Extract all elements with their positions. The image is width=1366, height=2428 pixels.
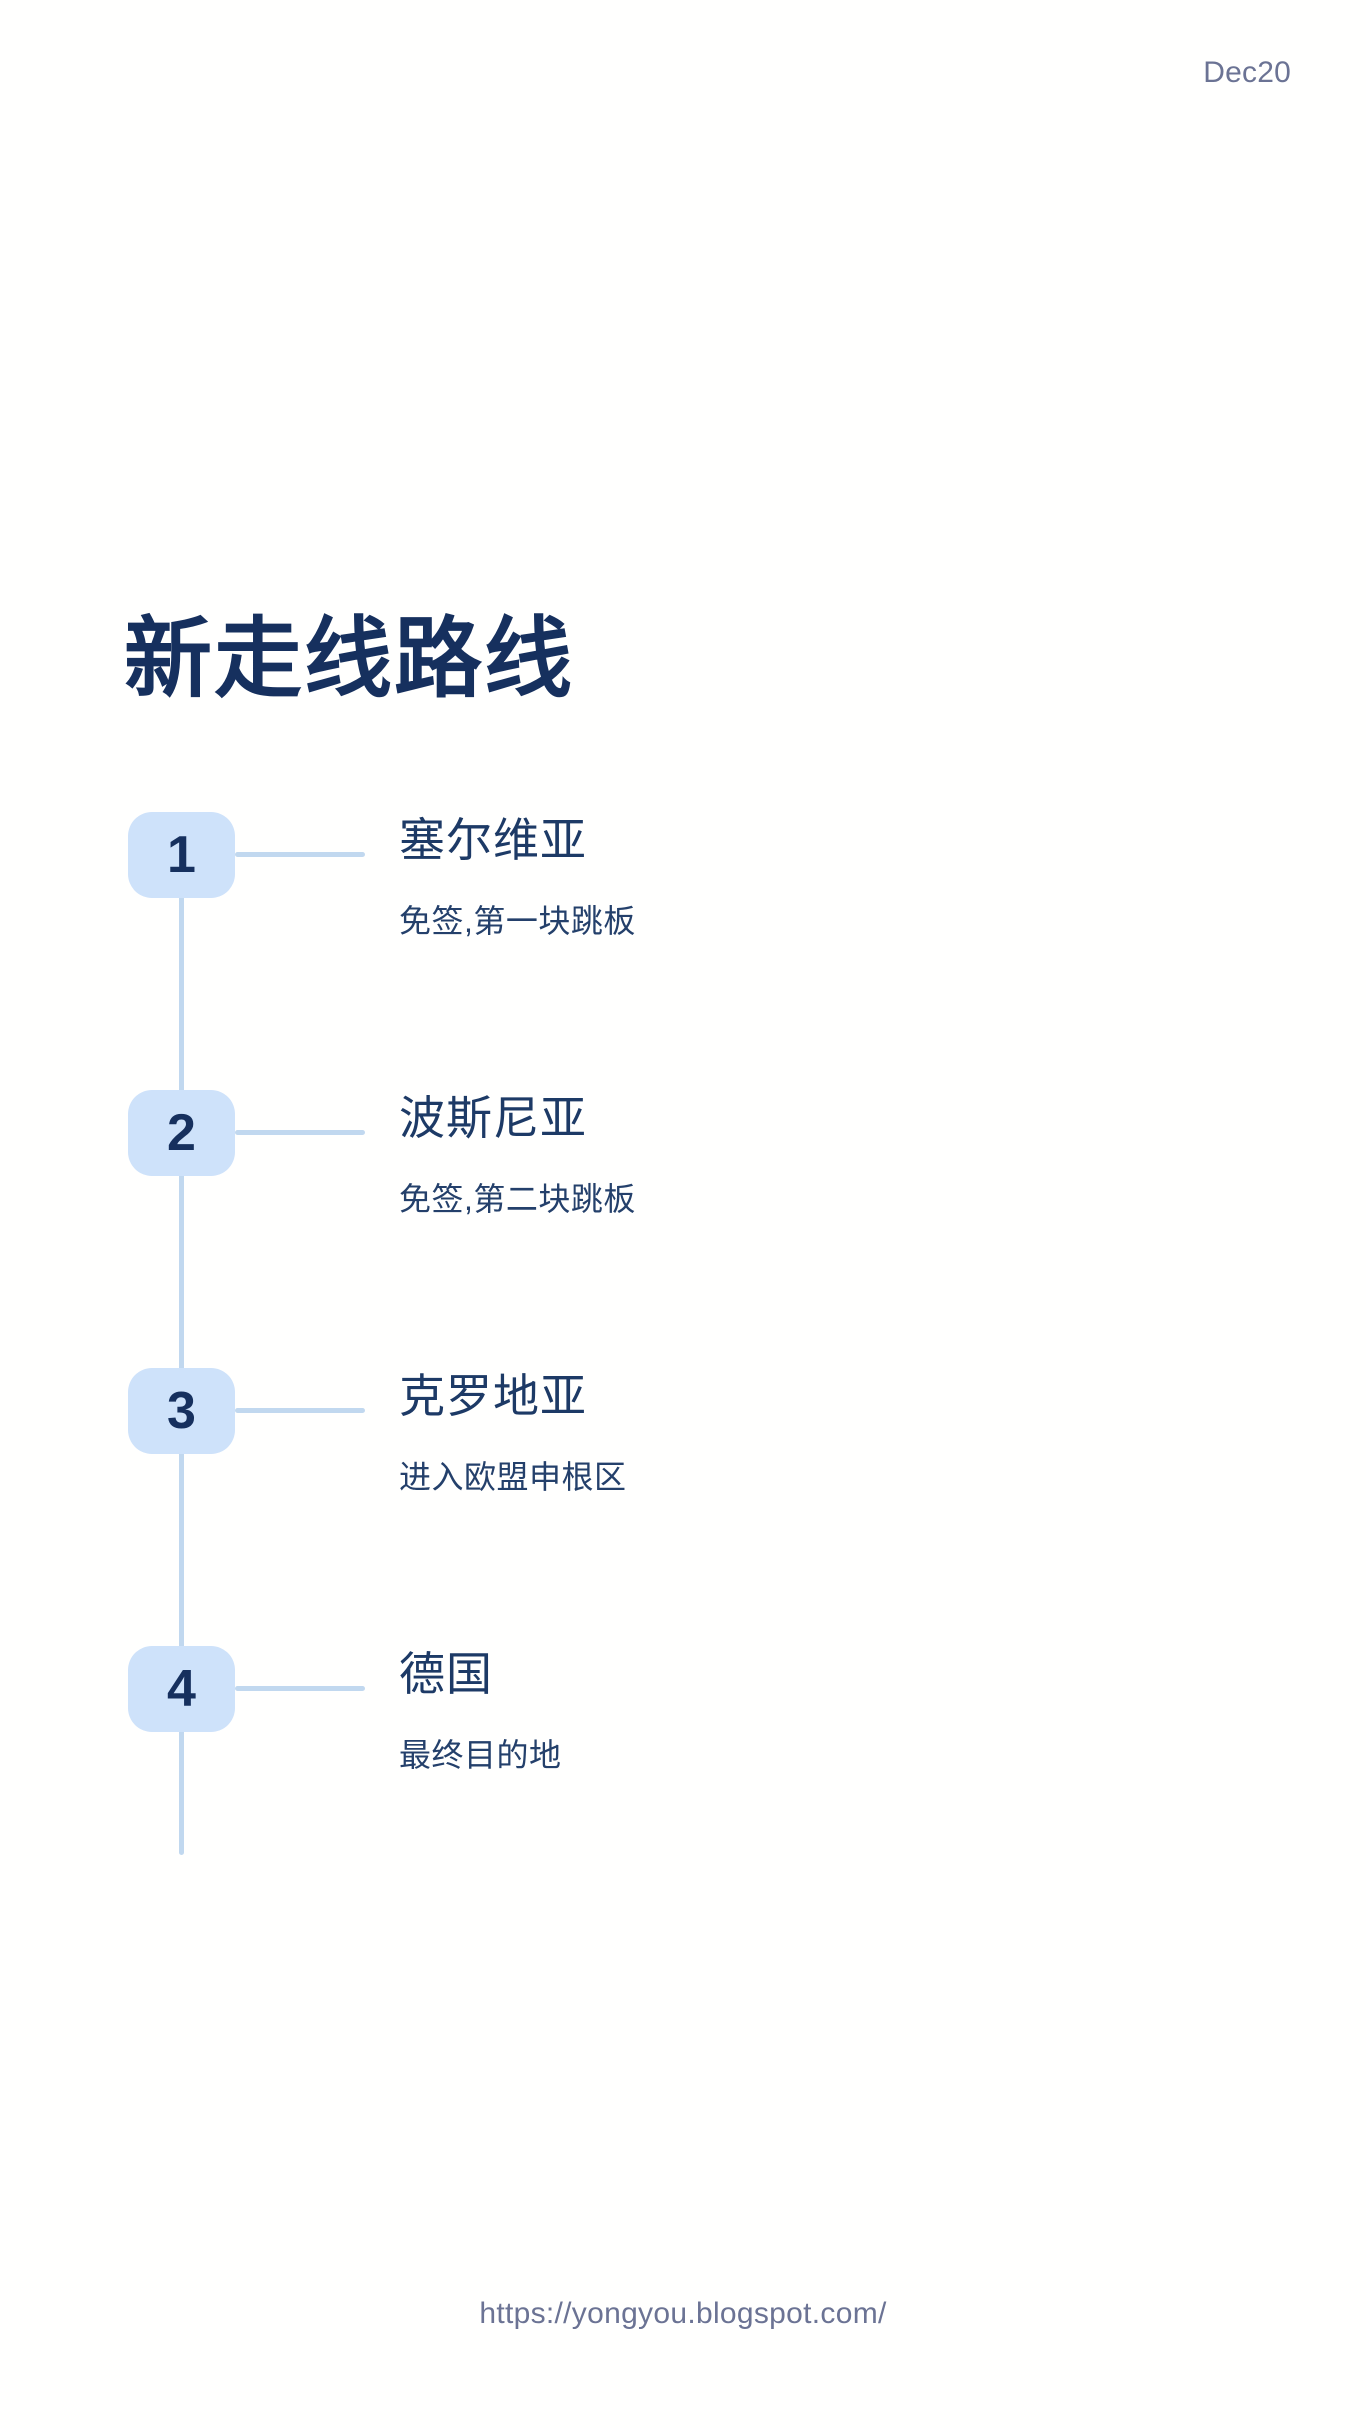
timeline-step[interactable]: 3 克罗地亚 进入欧盟申根区 (0, 1346, 1366, 1624)
step-title: 德国 (399, 1648, 493, 1700)
timeline: 1 塞尔维亚 免签,第一块跳板 2 波斯尼亚 免签,第二块跳板 3 克罗地亚 进… (0, 790, 1366, 1902)
step-connector-line (235, 1130, 365, 1135)
step-badge: 3 (128, 1368, 235, 1454)
step-number: 2 (167, 1104, 196, 1162)
step-number: 1 (167, 826, 196, 884)
step-body: 克罗地亚 进入欧盟申根区 (399, 1346, 627, 1497)
step-subtitle: 免签,第一块跳板 (399, 903, 636, 940)
step-subtitle: 免签,第二块跳板 (399, 1181, 636, 1218)
timeline-step[interactable]: 2 波斯尼亚 免签,第二块跳板 (0, 1068, 1366, 1346)
step-subtitle: 进入欧盟申根区 (399, 1459, 627, 1496)
step-number: 4 (167, 1660, 196, 1718)
date-label: Dec20 (1203, 56, 1291, 89)
step-body: 波斯尼亚 免签,第二块跳板 (399, 1068, 636, 1219)
timeline-step[interactable]: 1 塞尔维亚 免签,第一块跳板 (0, 790, 1366, 1068)
step-title: 波斯尼亚 (399, 1092, 587, 1144)
step-body: 德国 最终目的地 (399, 1624, 562, 1775)
timeline-spine (179, 815, 184, 1855)
step-subtitle: 最终目的地 (399, 1737, 562, 1774)
step-badge: 4 (128, 1646, 235, 1732)
page-title: 新走线路线 (124, 608, 575, 708)
step-title: 克罗地亚 (399, 1370, 587, 1422)
step-badge: 2 (128, 1090, 235, 1176)
step-number: 3 (167, 1382, 196, 1440)
step-connector-line (235, 1408, 365, 1413)
step-title: 塞尔维亚 (399, 814, 587, 866)
step-badge: 1 (128, 812, 235, 898)
step-connector-line (235, 1686, 365, 1691)
step-body: 塞尔维亚 免签,第一块跳板 (399, 790, 636, 941)
timeline-step[interactable]: 4 德国 最终目的地 (0, 1624, 1366, 1902)
footer-url[interactable]: https://yongyou.blogspot.com/ (479, 2297, 887, 2330)
step-connector-line (235, 852, 365, 857)
